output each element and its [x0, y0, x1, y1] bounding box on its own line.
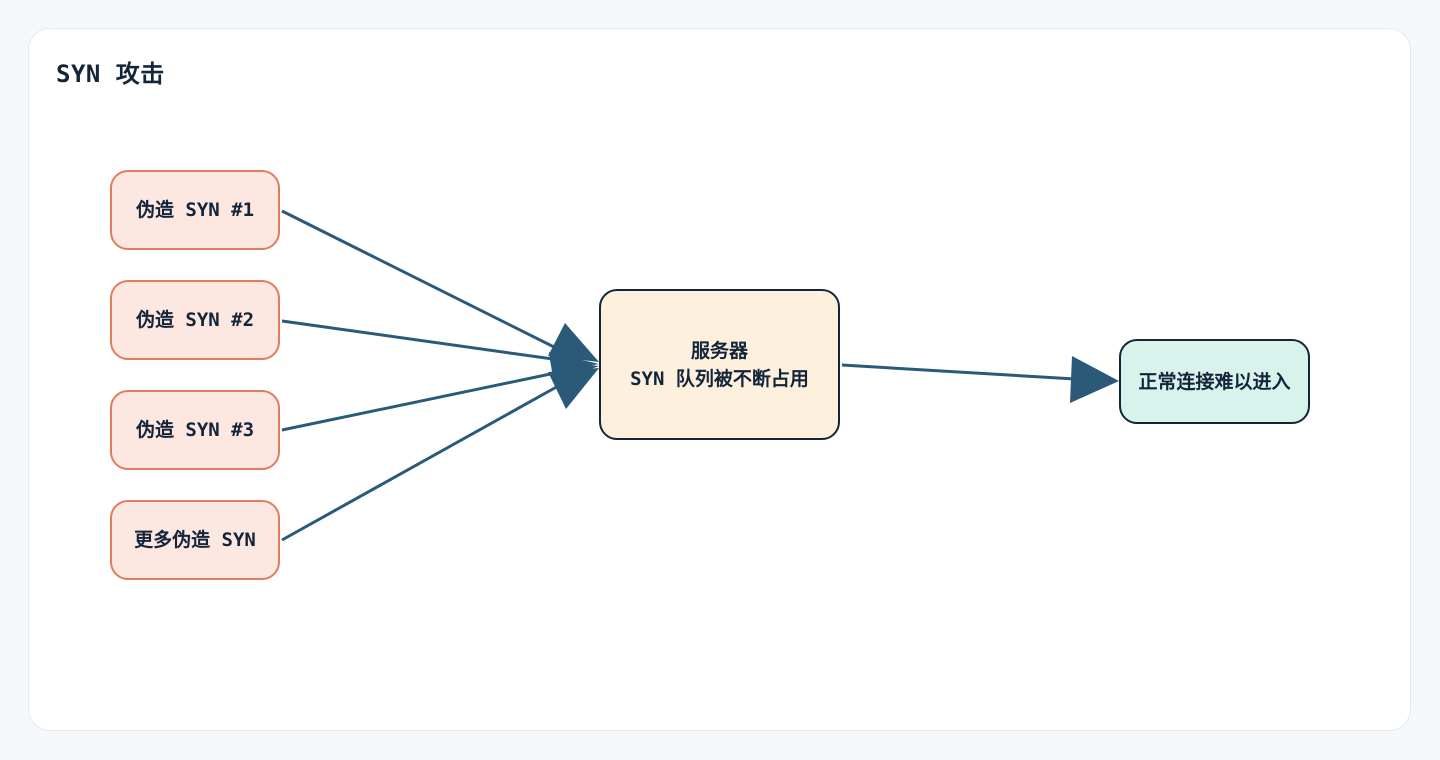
edge-src3-server — [281, 370, 561, 432]
node-server: 服务器 SYN 队列被不断占用 — [599, 289, 840, 440]
node-fake-syn-3: 伪造 SYN #3 — [110, 390, 280, 470]
node-fake-syn-2: 伪造 SYN #2 — [110, 280, 280, 360]
edge-src2-server — [281, 319, 561, 362]
node-fake-syn-1: 伪造 SYN #1 — [110, 170, 280, 250]
edge-server-result — [841, 363, 1076, 381]
edge-src1-server — [281, 209, 561, 352]
arrowhead-icon — [548, 368, 599, 409]
arrowhead-icon — [1070, 356, 1119, 403]
diagram-title: SYN 攻击 — [56, 60, 165, 88]
node-result: 正常连接难以进入 — [1119, 339, 1310, 424]
node-more-fake-syn: 更多伪造 SYN — [110, 500, 280, 580]
edge-src4-server — [281, 383, 561, 542]
arrowhead-icon — [548, 323, 599, 362]
